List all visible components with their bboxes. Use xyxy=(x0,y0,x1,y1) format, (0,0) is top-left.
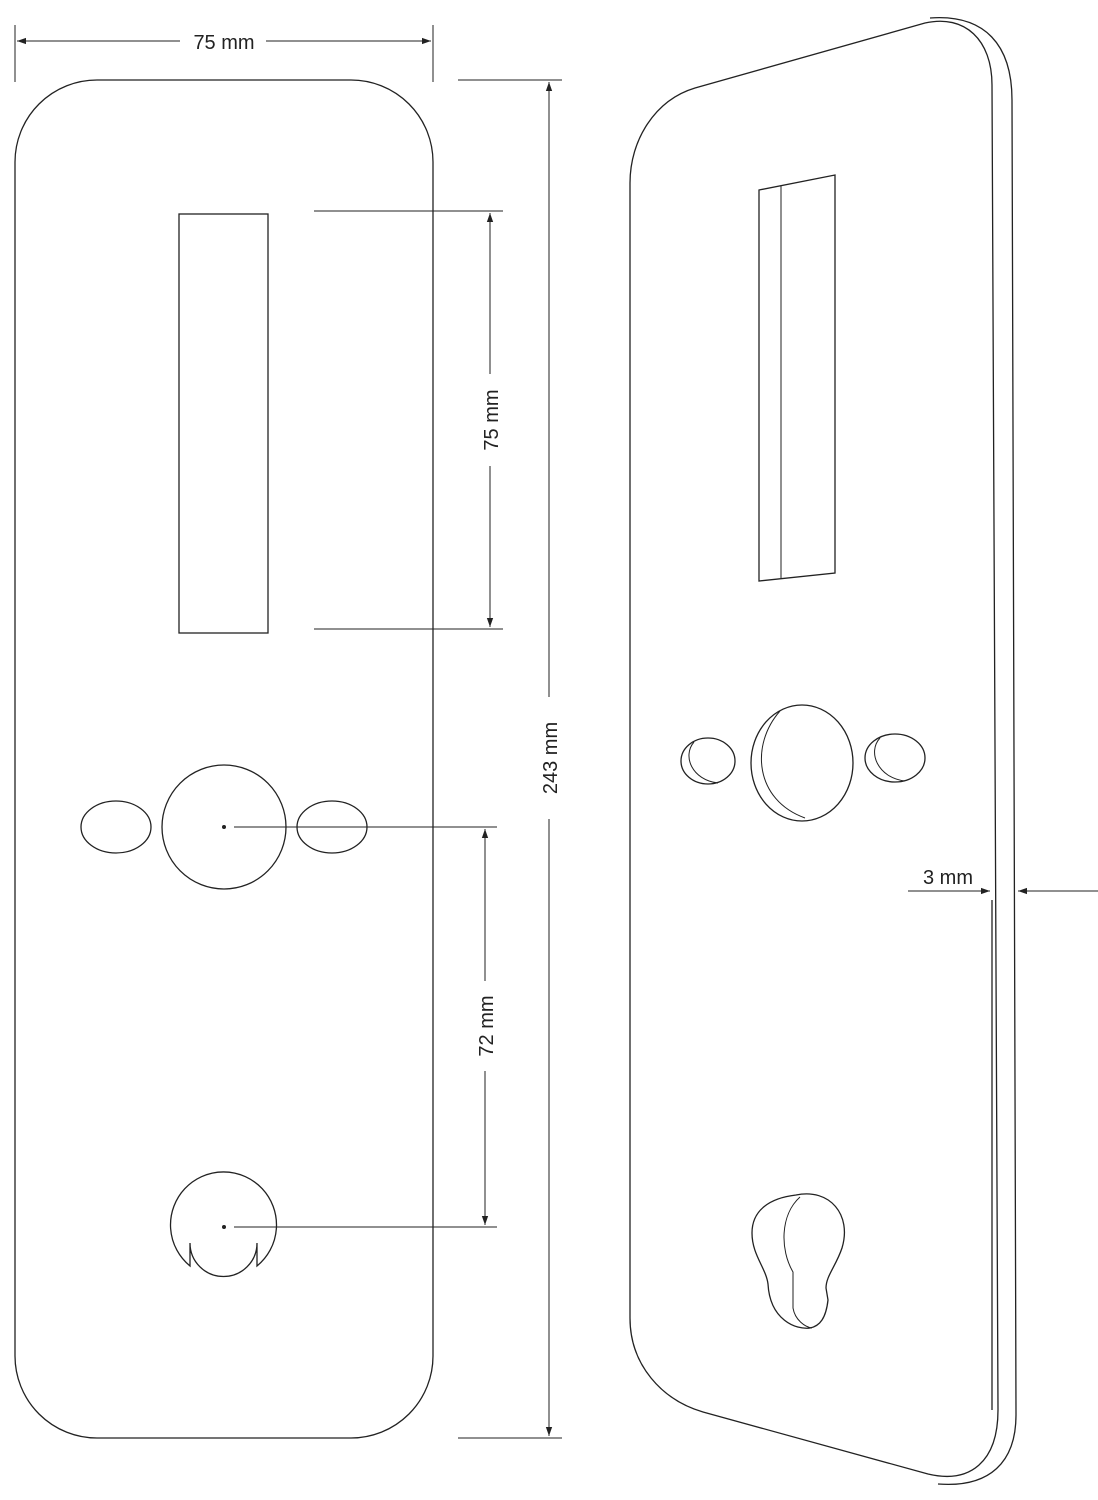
perspective-cylinder-hole xyxy=(751,1193,846,1329)
plate-front-face xyxy=(629,20,999,1477)
dim-label-slot-height: 75 mm xyxy=(481,389,503,450)
front-cylinder-center-dot xyxy=(222,1225,226,1229)
dim-label-total-height: 243 mm xyxy=(540,722,562,794)
perspective-cylinder-hole-depth xyxy=(783,1196,813,1329)
perspective-spindle-hole-depth xyxy=(760,710,806,819)
dimension-total-height: 243 mm xyxy=(458,79,562,1439)
perspective-screw-hole-left xyxy=(680,737,736,785)
dimension-center-distance: 72 mm xyxy=(234,826,498,1228)
plate-back-edge xyxy=(929,17,1017,1486)
front-view xyxy=(14,79,434,1439)
dimension-slot-height: 75 mm xyxy=(314,210,503,630)
perspective-screw-hole-right xyxy=(864,733,926,783)
dimension-top-width: 75 mm xyxy=(14,25,434,82)
dimension-thickness: 3 mm xyxy=(908,867,1098,895)
dim-label-top-width: 75 mm xyxy=(193,32,254,54)
front-spindle-center-dot xyxy=(222,825,226,829)
perspective-slot xyxy=(758,174,836,582)
dim-label-thickness: 3 mm xyxy=(923,867,973,889)
perspective-view xyxy=(629,17,1017,1486)
perspective-screw-hole-left-depth xyxy=(688,741,719,784)
front-plate-outline xyxy=(14,79,434,1439)
front-cylinder-hole xyxy=(169,1171,278,1278)
perspective-screw-hole-right-depth xyxy=(874,737,906,782)
perspective-spindle-hole xyxy=(750,704,854,822)
front-slot xyxy=(178,213,269,634)
dim-label-center-distance: 72 mm xyxy=(476,995,498,1056)
front-screw-hole-left xyxy=(80,800,152,854)
